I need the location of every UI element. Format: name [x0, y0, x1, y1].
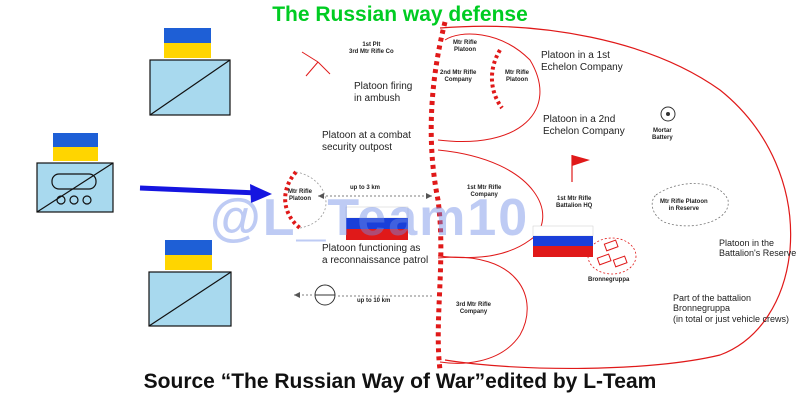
- bronnegruppa-vehicles: [596, 239, 628, 268]
- attack-arrow-icon: [139, 184, 272, 203]
- distance-10km-arrows: [294, 292, 300, 298]
- label-mortar-battery: Mortar Battery: [652, 128, 673, 141]
- label-mtr-rifle-platoon-b: Mtr Rifle Platoon: [505, 70, 529, 83]
- label-platoon-ambush: Platoon firing in ambush: [354, 81, 413, 104]
- mortar-icon: [660, 106, 676, 122]
- ukraine-unit-middle: [36, 133, 114, 213]
- recon-icon: [314, 284, 336, 306]
- watermark: @L_Team10: [210, 189, 530, 247]
- ambush-marker: [301, 51, 331, 77]
- label-bronnegruppa: Bronnegruppa: [588, 277, 630, 283]
- source-footer: Source “The Russian Way of War”edited by…: [143, 370, 657, 393]
- label-2nd-mtr-rifle-company: 2nd Mtr Rifle Company: [440, 70, 477, 83]
- label-platoon-recon-patrol: Platoon functioning as a reconnaissance …: [322, 243, 429, 266]
- label-up-to-3km: up to 3 km: [350, 185, 381, 191]
- battalion-area-outline: [439, 25, 792, 370]
- label-up-to-10km: up to 10 km: [357, 298, 391, 304]
- label-reserve-platoon: Mtr Rifle Platoon in Reserve: [660, 199, 708, 212]
- label-battalion-hq: 1st Mtr Rifle Battalion HQ: [556, 196, 593, 209]
- russia-flag-right: [532, 225, 594, 257]
- label-platoon-2nd-echelon: Platoon in a 2nd Echelon Company: [543, 114, 625, 137]
- hq-flag-icon: [571, 155, 590, 182]
- label-1st-mtr-rifle-company: 1st Mtr Rifle Company: [467, 185, 502, 198]
- label-outpost-platoon: Mtr Rifle Platoon: [288, 189, 312, 202]
- label-1st-pit: 1st Plt 3rd Mtr Rifle Co: [349, 42, 394, 55]
- label-platoon-battalion-reserve: Platoon in the Battalion's Reserve: [719, 238, 797, 259]
- ukraine-unit-bottom: [148, 240, 232, 327]
- label-bronnegruppa-part: Part of the battalion Bronnegruppa (in t…: [673, 293, 790, 324]
- russia-flag-left: [345, 206, 409, 240]
- sector-2nd-company: [437, 33, 541, 142]
- outpost-platoon-marker: [283, 170, 302, 230]
- label-3rd-mtr-rifle-company: 3rd Mtr Rifle Company: [456, 302, 492, 315]
- bronnegruppa-area: [587, 237, 637, 275]
- ukraine-unit-top: [149, 28, 231, 116]
- label-platoon-security-outpost: Platoon at a combat security outpost: [322, 130, 411, 153]
- sector-3rd-company: [437, 256, 528, 364]
- label-mtr-rifle-platoon-a: Mtr Rifle Platoon: [453, 40, 477, 53]
- platoon-2nd-echelon-marker: [489, 48, 504, 110]
- diagram-title: The Russian way defense: [272, 3, 528, 26]
- label-platoon-1st-echelon: Platoon in a 1st Echelon Company: [541, 50, 623, 73]
- distance-3km-arrows: [318, 193, 432, 199]
- reserve-platoon-marker: [651, 183, 729, 227]
- forward-defense-line: [428, 21, 448, 371]
